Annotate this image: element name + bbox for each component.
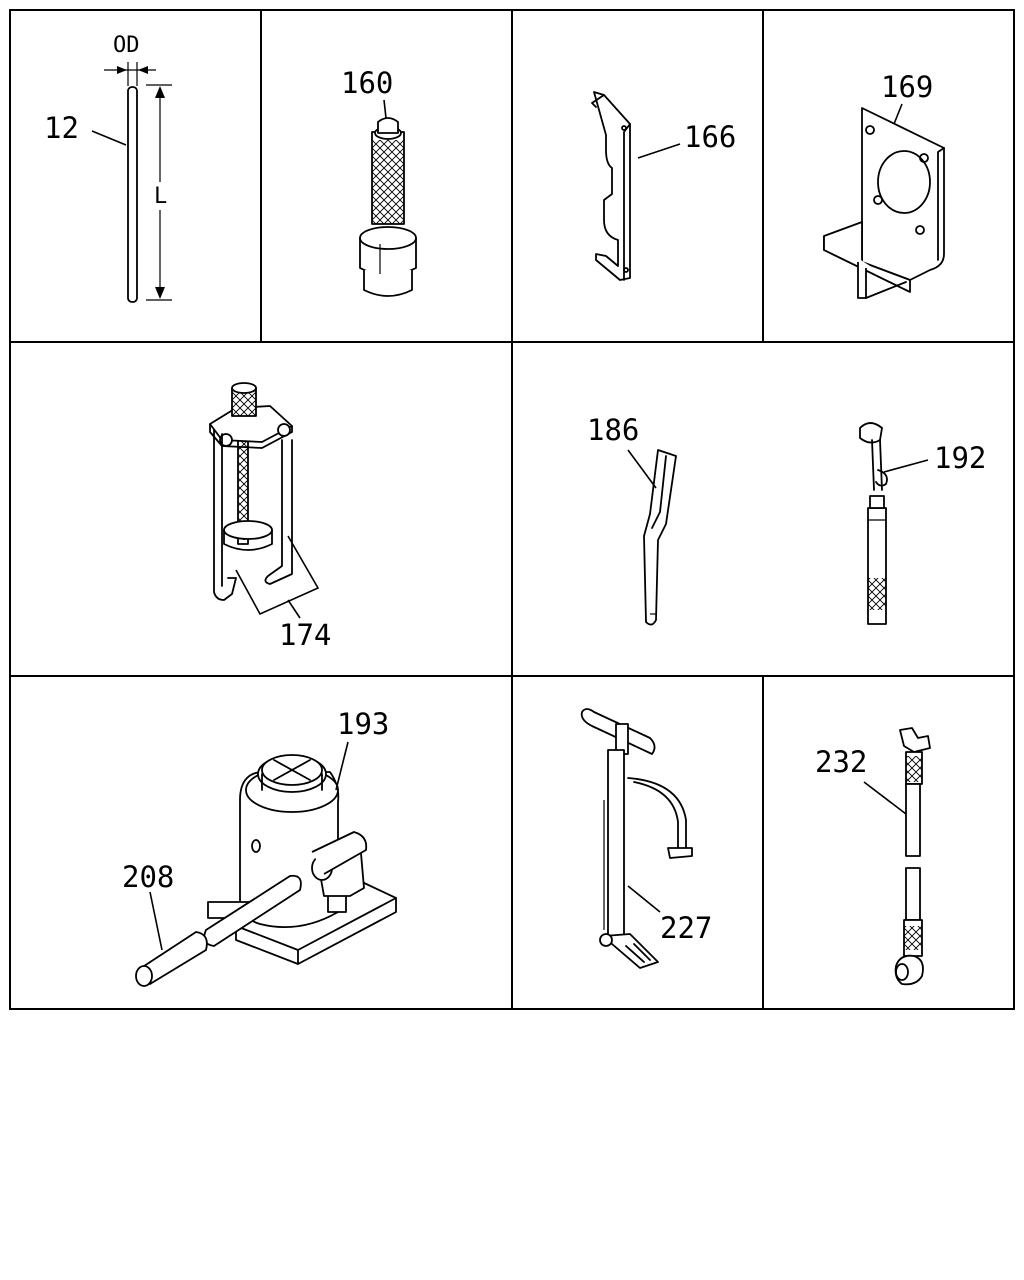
- gauge-part: 192: [859, 422, 986, 625]
- stud-part: 160: [341, 66, 417, 297]
- callout-169: 169: [881, 70, 933, 104]
- bottle-jack-illustration: [135, 754, 397, 987]
- grid-frame: [9, 9, 1015, 1010]
- callout-166: 166: [684, 120, 736, 154]
- callout-12: 12: [44, 111, 79, 145]
- bracket-part: 169: [823, 70, 945, 299]
- gauge-illustration: [859, 422, 888, 625]
- punch-illustration: [643, 449, 677, 626]
- puller-illustration: [209, 382, 293, 601]
- rod-part: 12 OD L: [44, 33, 172, 303]
- pump-illustration: [580, 708, 693, 969]
- callout-174: 174: [279, 618, 331, 652]
- stud-illustration: [359, 117, 417, 297]
- bottle-jack-part: 193 208: [122, 707, 397, 987]
- puller-part: 174: [209, 382, 331, 652]
- hose-part: 232: [815, 727, 931, 986]
- callout-232: 232: [815, 745, 867, 779]
- callout-208: 208: [122, 860, 174, 894]
- callout-192: 192: [934, 441, 986, 475]
- pump-part: 227: [580, 708, 712, 969]
- callout-160: 160: [341, 66, 393, 100]
- dimension-l: L: [154, 184, 167, 209]
- hose-illustration: [894, 727, 931, 986]
- dimension-od: OD: [113, 33, 140, 58]
- callout-227: 227: [660, 911, 712, 945]
- callout-186: 186: [587, 413, 639, 447]
- hook-wrench-part: 166: [591, 91, 736, 281]
- hook-wrench-illustration: [591, 91, 631, 281]
- callout-193: 193: [337, 707, 389, 741]
- rod-illustration: [91, 62, 172, 303]
- bracket-illustration: [823, 107, 945, 299]
- punch-part: 186: [587, 413, 677, 626]
